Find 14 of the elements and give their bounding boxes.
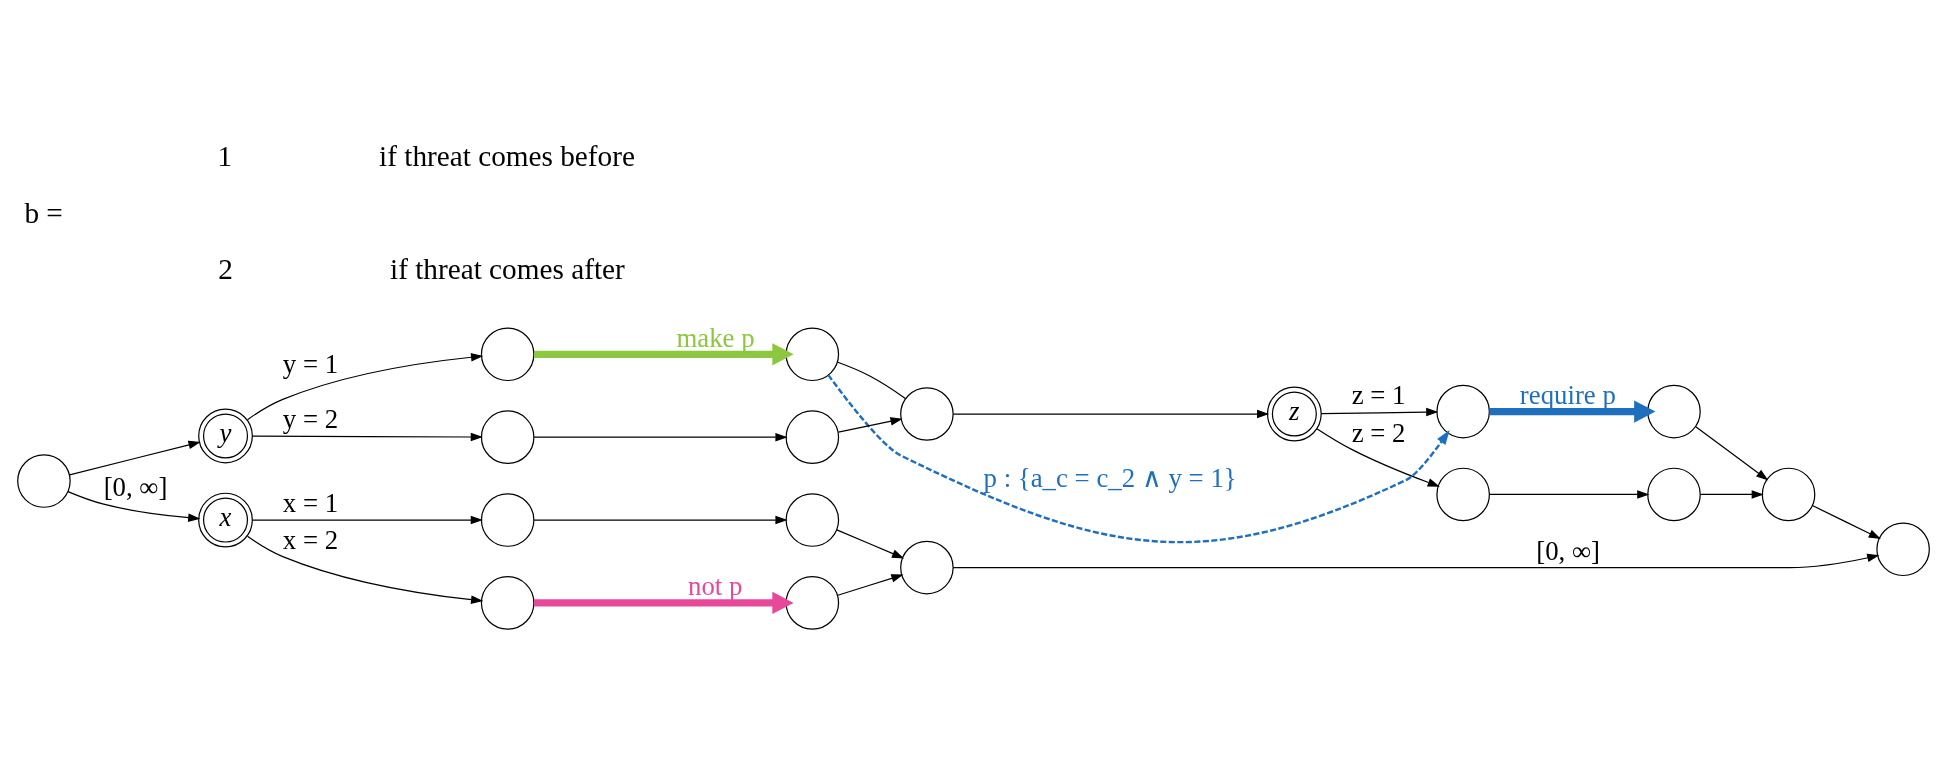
edge-label: y = 1 bbox=[282, 348, 339, 379]
label: if threat comes after bbox=[390, 252, 625, 285]
label: if threat comes before bbox=[379, 139, 635, 172]
edge-label: [0, ∞] bbox=[103, 471, 168, 502]
label: b = bbox=[24, 196, 63, 229]
edge-label: z = 2 bbox=[1351, 417, 1406, 448]
label: 2 bbox=[218, 252, 233, 285]
edge-label: [0, ∞] bbox=[1536, 535, 1601, 566]
edge-label: p : {a_c = c_2 ∧ y = 1} bbox=[983, 462, 1237, 493]
edge-label: y = 2 bbox=[282, 403, 339, 434]
edge-label: z = 1 bbox=[1351, 379, 1406, 410]
label: 1 bbox=[217, 139, 233, 172]
edge-label: x = 1 bbox=[282, 487, 339, 518]
edge-label: x = 2 bbox=[282, 524, 339, 555]
